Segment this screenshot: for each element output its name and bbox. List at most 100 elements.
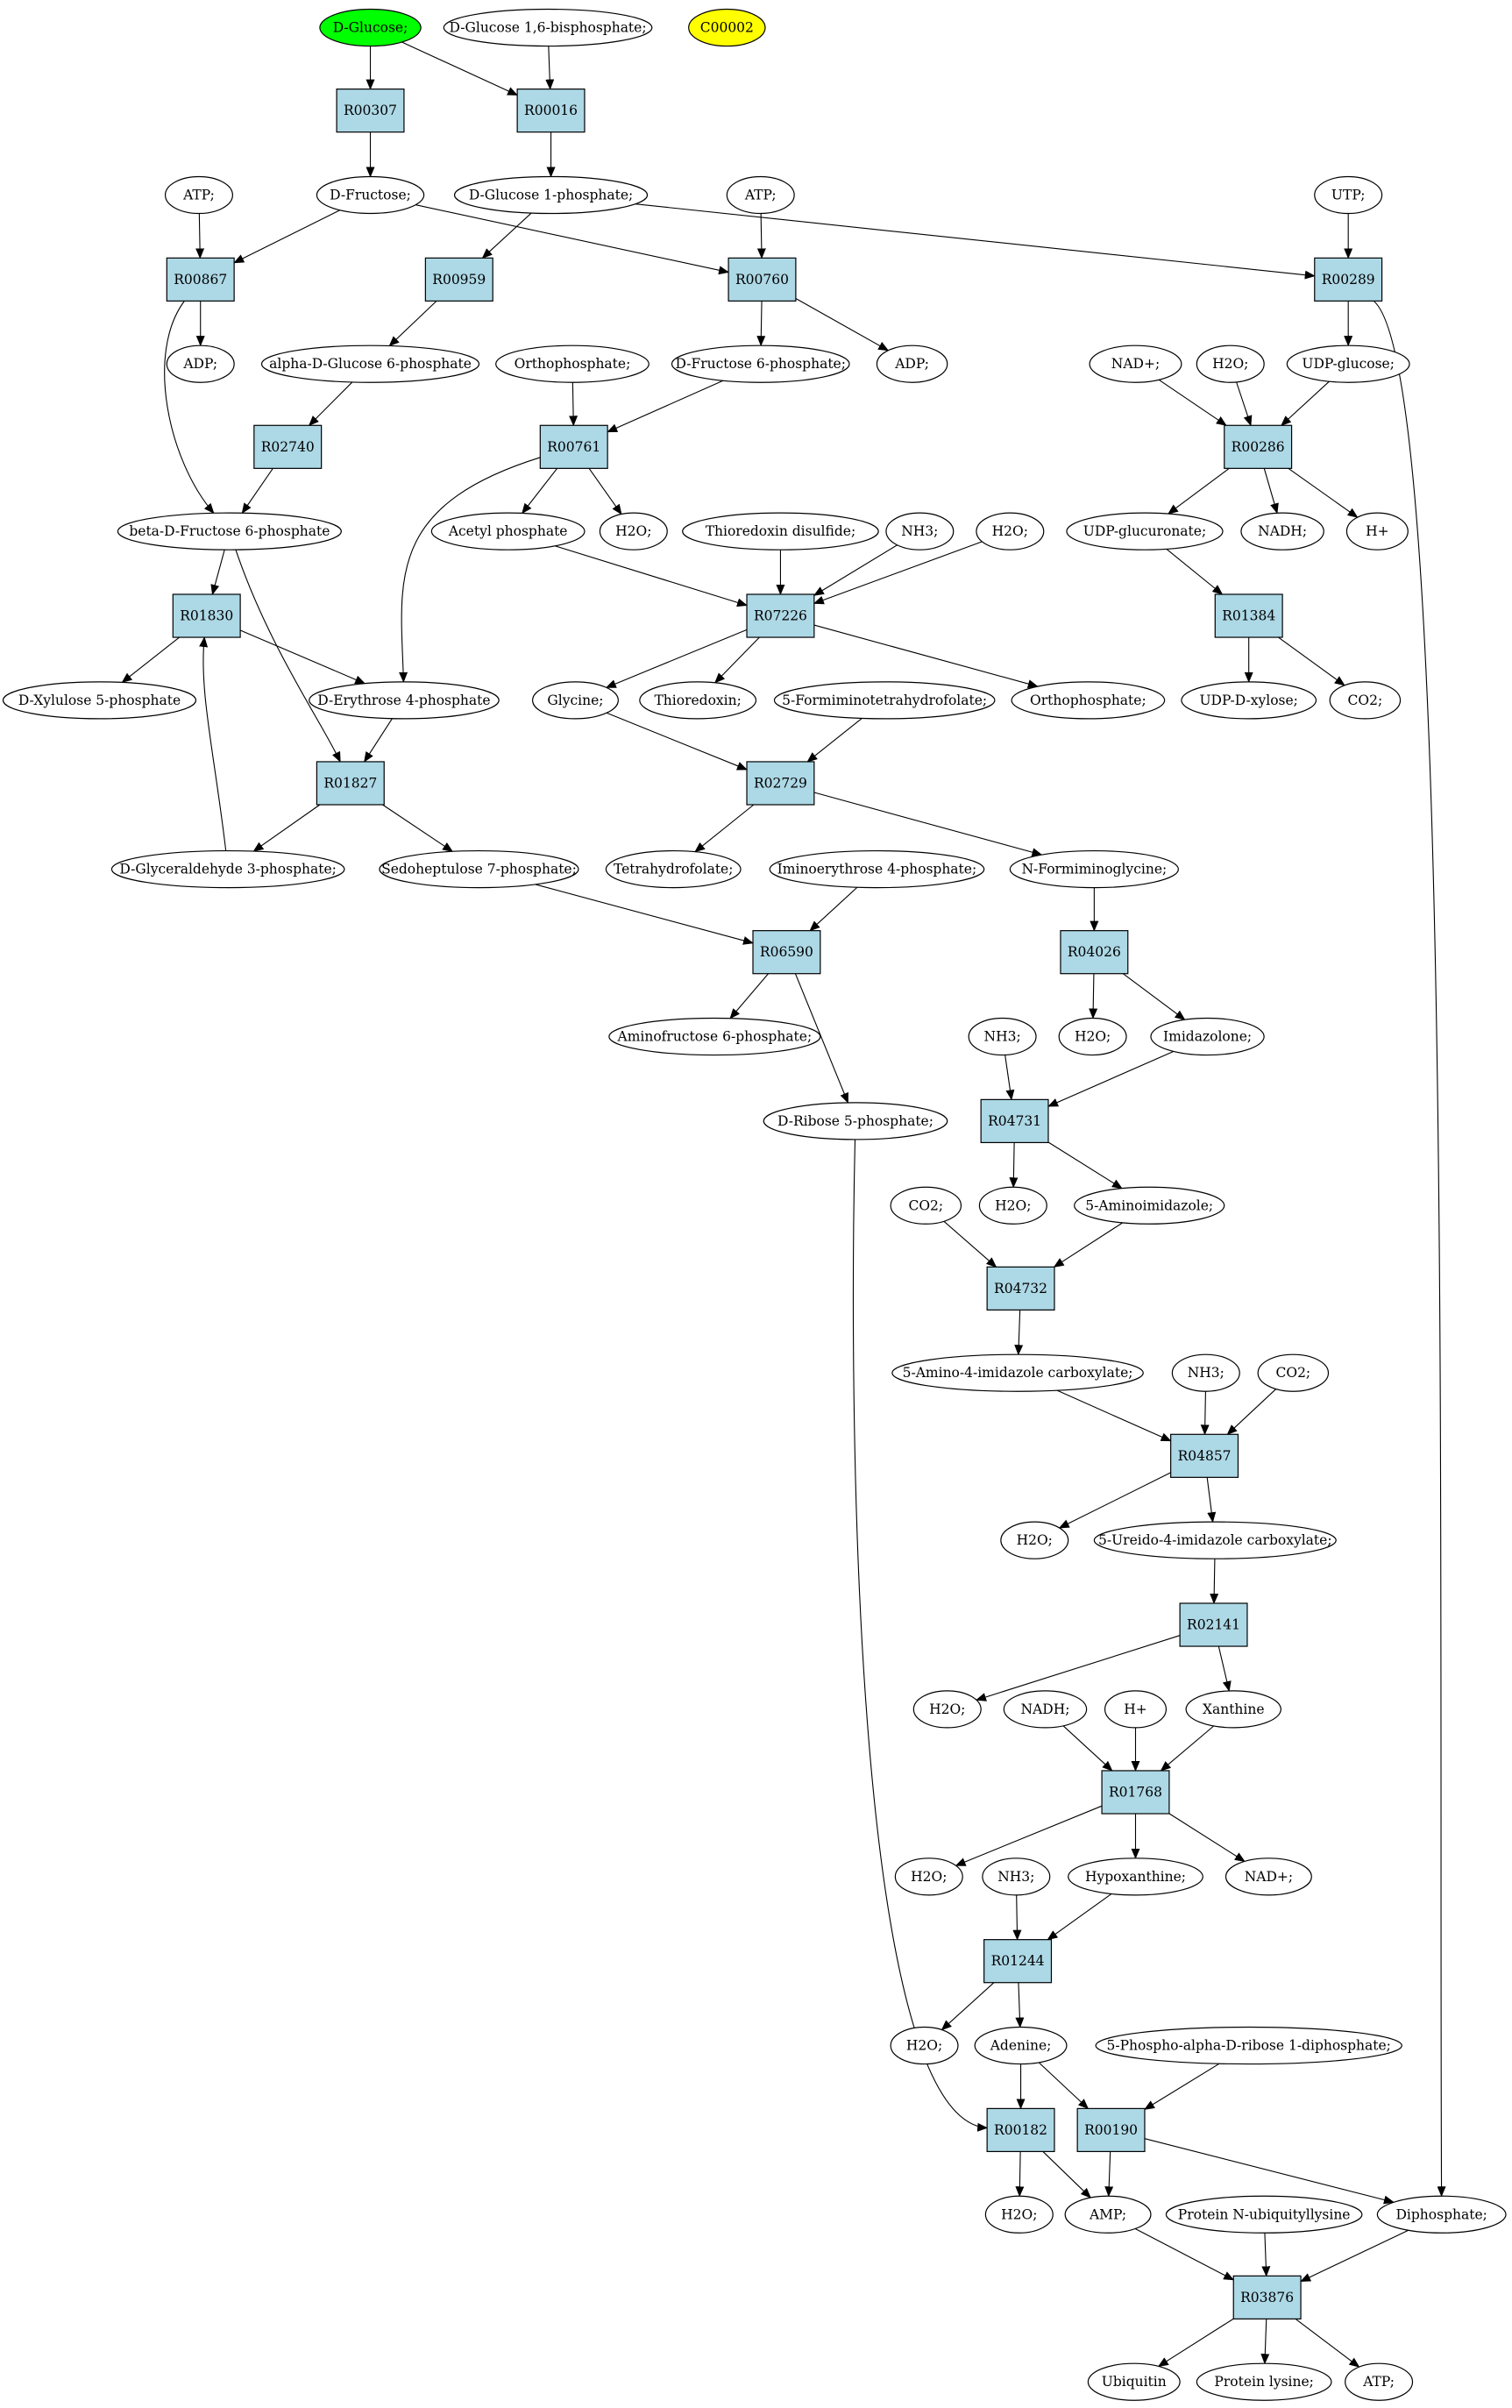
compound-node-h2o-h[interactable]: H2O; [894, 1857, 963, 1896]
reaction-node-r07226[interactable]: R07226 [746, 593, 815, 638]
compound-node-xu5p[interactable]: D-Xylulose 5-phosphate [2, 681, 197, 720]
compound-label: 5-Phospho-alpha-D-ribose 1-diphosphate; [1106, 2038, 1390, 2054]
compound-node-h2o-c[interactable]: H2O; [976, 512, 1045, 551]
reaction-node-r01244[interactable]: R01244 [983, 1939, 1053, 1984]
compound-node-udpxyl[interactable]: UDP-D-xylose; [1181, 681, 1317, 720]
reaction-node-r00016[interactable]: R00016 [516, 89, 586, 133]
compound-node-thioss[interactable]: Thioredoxin disulfide; [682, 512, 879, 551]
reaction-node-r00867[interactable]: R00867 [166, 257, 235, 302]
compound-ellipse [1087, 2362, 1181, 2401]
compound-node-udpgluc[interactable]: UDP-glucuronate; [1066, 512, 1224, 551]
compound-node-glucose[interactable]: D-Glucose; [319, 8, 422, 47]
compound-node-nh3-a[interactable]: NH3; [885, 512, 955, 551]
compound-node-udpglc[interactable]: UDP-glucose; [1286, 345, 1410, 383]
compound-node-amp[interactable]: AMP; [1064, 2195, 1152, 2234]
compound-node-atp1[interactable]: ATP; [164, 175, 233, 215]
compound-node-nad1[interactable]: NAD+; [1089, 345, 1182, 383]
compound-node-hplus2[interactable]: H+ [1104, 1690, 1168, 1729]
reaction-node-r02740[interactable]: R02740 [253, 424, 323, 469]
compound-node-orthop2[interactable]: Orthophosphate; [1011, 681, 1166, 720]
reaction-node-r00761[interactable]: R00761 [539, 424, 608, 469]
reaction-node-r00182[interactable]: R00182 [986, 2107, 1055, 2153]
reaction-node-r04731[interactable]: R04731 [980, 1098, 1049, 1144]
compound-node-xanthine[interactable]: Xanthine [1185, 1690, 1281, 1729]
reaction-node-r02141[interactable]: R02141 [1179, 1602, 1248, 1647]
compound-node-5ai[interactable]: 5-Aminoimidazole; [1074, 1186, 1225, 1225]
compound-node-h2o-e[interactable]: H2O; [978, 1186, 1047, 1225]
compound-node-nadh1[interactable]: NADH; [1240, 512, 1324, 551]
compound-node-imid[interactable]: Imidazolone; [1150, 1017, 1265, 1056]
compound-node-nadh2[interactable]: NADH; [1003, 1690, 1088, 1729]
compound-ellipse [639, 681, 757, 720]
reaction-node-r01830[interactable]: R01830 [172, 593, 241, 638]
compound-node-h2o-a[interactable]: H2O; [1196, 345, 1265, 383]
compound-node-h2o-i[interactable]: H2O; [890, 2026, 959, 2065]
compound-node-af6p[interactable]: Aminofructose 6-phosphate; [608, 1017, 821, 1056]
reaction-node-r00286[interactable]: R00286 [1224, 424, 1293, 469]
compound-node-ag6p[interactable]: alpha-D-Glucose 6-phosphate [260, 345, 480, 383]
compound-node-h2o-b[interactable]: H2O; [599, 512, 668, 551]
compound-node-fructose[interactable]: D-Fructose; [316, 175, 425, 215]
compound-node-nh3-b[interactable]: NH3; [968, 1017, 1037, 1056]
compound-node-fthf[interactable]: 5-Formiminotetrahydrofolate; [773, 681, 996, 720]
compound-node-utp[interactable]: UTP; [1314, 175, 1383, 215]
reaction-node-r00289[interactable]: R00289 [1314, 257, 1383, 302]
reaction-node-r01768[interactable]: R01768 [1101, 1770, 1170, 1815]
compound-node-nh3-c[interactable]: NH3; [1171, 1353, 1240, 1392]
compound-node-h2o-g[interactable]: H2O; [912, 1690, 982, 1729]
compound-node-5a4ic[interactable]: 5-Amino-4-imidazole carboxylate; [891, 1353, 1144, 1392]
compound-node-nad2[interactable]: NAD+; [1225, 1857, 1312, 1896]
compound-node-g16bp[interactable]: D-Glucose 1,6-bisphosphate; [443, 8, 653, 47]
compound-node-thf[interactable]: Tetrahydrofolate; [605, 849, 742, 889]
compound-node-nfg[interactable]: N-Formiminoglycine; [1009, 849, 1179, 889]
compound-node-plys[interactable]: Protein lysine; [1196, 2362, 1332, 2401]
compound-node-nh3-d[interactable]: NH3; [982, 1857, 1051, 1896]
compound-node-f6p[interactable]: D-Fructose 6-phosphate; [671, 345, 850, 383]
reaction-node-r00190[interactable]: R00190 [1076, 2107, 1146, 2153]
compound-node-atp2[interactable]: ATP; [726, 175, 795, 215]
compound-node-thiored[interactable]: Thioredoxin; [639, 681, 757, 720]
compound-node-pnul[interactable]: Protein N-ubiquityllysine [1165, 2195, 1363, 2234]
reaction-node-r04026[interactable]: R04026 [1060, 930, 1129, 975]
compound-node-h2o-j[interactable]: H2O; [984, 2195, 1054, 2234]
compound-node-r5p[interactable]: D-Ribose 5-phosphate; [763, 1102, 948, 1140]
compound-node-ubiq[interactable]: Ubiquitin [1087, 2362, 1181, 2401]
compound-node-adp2[interactable]: ADP; [876, 345, 948, 383]
compound-label: H2O; [995, 1197, 1031, 1213]
reaction-node-r00307[interactable]: R00307 [336, 89, 405, 133]
compound-node-e4p[interactable]: D-Erythrose 4-phosphate [309, 681, 500, 720]
reaction-node-r04857[interactable]: R04857 [1170, 1433, 1239, 1478]
compound-node-g3p[interactable]: D-Glyceraldehyde 3-phosphate; [110, 849, 345, 889]
reaction-label: R07226 [754, 608, 807, 624]
reaction-node-r01827[interactable]: R01827 [316, 761, 385, 806]
reaction-node-r01384[interactable]: R01384 [1214, 593, 1283, 638]
compound-node-bf6p[interactable]: beta-D-Fructose 6-phosphate [117, 512, 342, 551]
compound-node-hplus1[interactable]: H+ [1345, 512, 1409, 551]
compound-node-h2o-d[interactable]: H2O; [1058, 1017, 1127, 1056]
compound-node-g1p[interactable]: D-Glucose 1-phosphate; [453, 175, 649, 215]
compound-node-h2o-f[interactable]: H2O; [1000, 1521, 1069, 1559]
compound-node-5u4ic[interactable]: 5-Ureido-4-imidazole carboxylate; [1093, 1521, 1337, 1559]
reaction-node-r00760[interactable]: R00760 [728, 257, 797, 302]
compound-node-diph[interactable]: Diphosphate; [1376, 2195, 1507, 2234]
compound-node-co2-a[interactable]: CO2; [1329, 681, 1402, 720]
reaction-node-r00959[interactable]: R00959 [424, 257, 493, 302]
reaction-node-r04732[interactable]: R04732 [986, 1266, 1055, 1311]
compound-node-co2-c[interactable]: CO2; [1257, 1353, 1330, 1392]
reaction-node-r02729[interactable]: R02729 [746, 761, 815, 806]
edge-R00760-to-c_f6p [756, 301, 766, 347]
compound-node-prpp[interactable]: 5-Phospho-alpha-D-ribose 1-diphosphate; [1095, 2026, 1402, 2065]
compound-node-atp3[interactable]: ATP; [1345, 2362, 1414, 2401]
compound-node-s7p[interactable]: Sedoheptulose 7-phosphate; [379, 849, 579, 889]
compound-node-glycine[interactable]: Glycine; [531, 681, 619, 720]
compound-node-adenine[interactable]: Adenine; [974, 2026, 1068, 2065]
reaction-node-r03876[interactable]: R03876 [1232, 2275, 1302, 2319]
compound-node-acp[interactable]: Acetyl phosphate [430, 512, 586, 551]
compound-node-hypox[interactable]: Hypoxanthine; [1068, 1857, 1203, 1896]
compound-node-ie4p[interactable]: Iminoerythrose 4-phosphate; [769, 849, 985, 889]
compound-node-co2-b[interactable]: CO2; [890, 1186, 962, 1225]
compound-node-orthop1[interactable]: Orthophosphate; [495, 345, 650, 383]
compound-node-adp1[interactable]: ADP; [166, 345, 235, 383]
reaction-node-r06590[interactable]: R06590 [752, 930, 821, 975]
compound-node-c00002[interactable]: C00002 [688, 8, 766, 47]
